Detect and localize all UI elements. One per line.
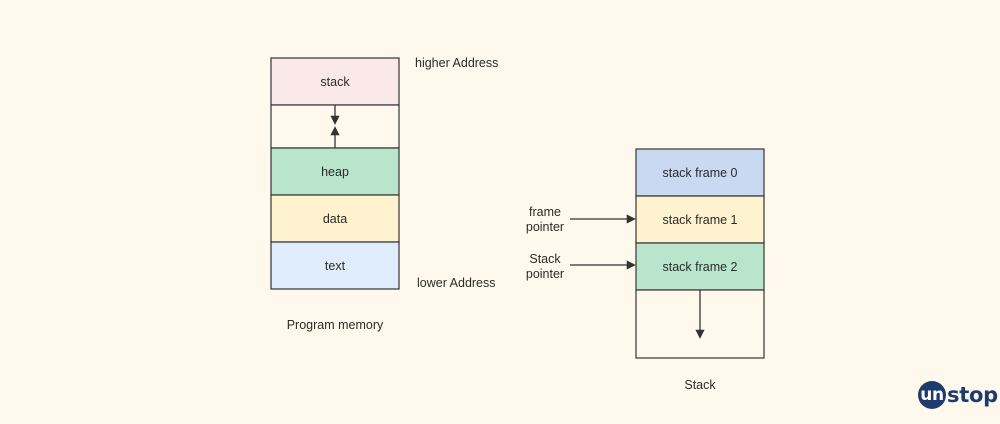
stack-pointer-label-line1: Stack bbox=[529, 252, 561, 266]
stack-pointer-label-line2: pointer bbox=[526, 267, 564, 281]
data-segment-label: data bbox=[323, 212, 347, 226]
higher-address-label: higher Address bbox=[415, 56, 498, 70]
logo-circle-text: un bbox=[918, 381, 946, 409]
stack-frame-0 bbox=[635, 148, 765, 197]
stack-frame-1 bbox=[635, 195, 765, 244]
logo-text: stop bbox=[947, 383, 998, 407]
stack-segment bbox=[270, 57, 400, 106]
text-segment bbox=[270, 241, 400, 290]
stack-caption: Stack bbox=[684, 378, 716, 392]
heap-segment-label: heap bbox=[321, 165, 349, 179]
stack-frame-1-label: stack frame 1 bbox=[662, 213, 737, 227]
program-memory-caption: Program memory bbox=[287, 318, 384, 332]
frame-pointer-label-line2: pointer bbox=[526, 220, 564, 234]
text-segment-label: text bbox=[325, 259, 346, 273]
data-segment bbox=[270, 194, 400, 243]
lower-address-label: lower Address bbox=[417, 276, 496, 290]
stack-frame-2-label: stack frame 2 bbox=[662, 260, 737, 274]
stack-frame-0-label: stack frame 0 bbox=[662, 166, 737, 180]
stack-segment-label: stack bbox=[320, 75, 350, 89]
program-memory: stack heap data text higher Address lowe… bbox=[270, 56, 498, 332]
stack-diagram: stack frame 0 stack frame 1 stack frame … bbox=[526, 148, 765, 392]
frame-pointer-label-line1: frame bbox=[529, 205, 561, 219]
